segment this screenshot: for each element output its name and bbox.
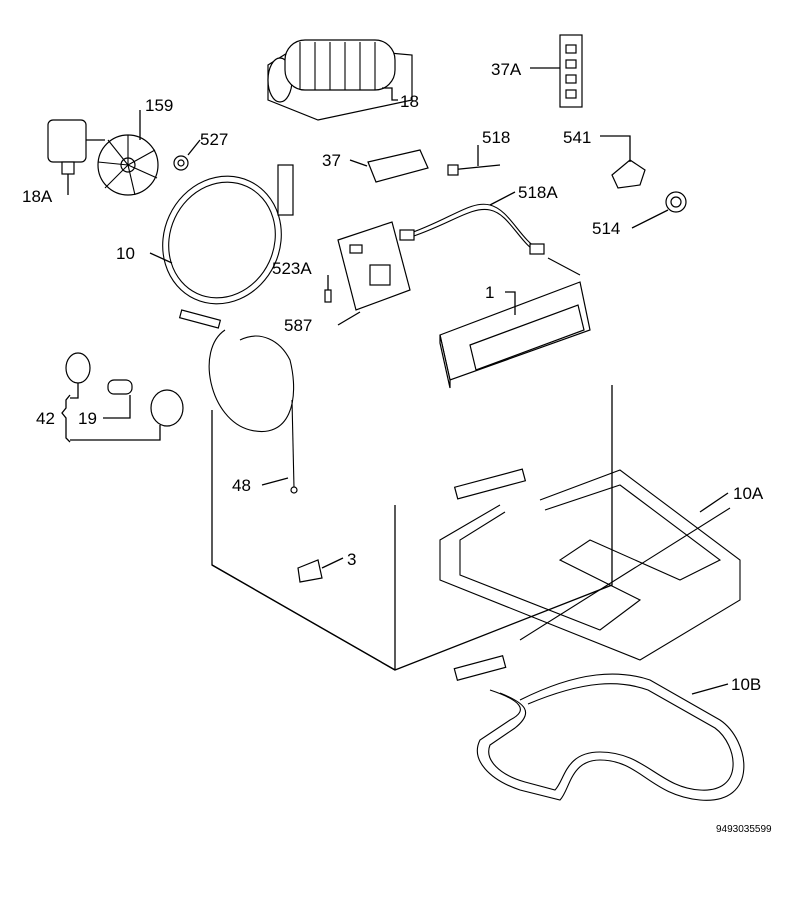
part-10-circular-element[interactable]	[142, 157, 302, 324]
label-3: 3	[347, 550, 356, 569]
part-37a-terminal-block[interactable]	[559, 34, 583, 108]
part-10a-grill-element[interactable]	[439, 468, 741, 661]
part-3-clip[interactable]	[297, 559, 323, 583]
part-10b-bottom-element[interactable]	[453, 654, 745, 801]
label-10b: 10B	[731, 675, 761, 694]
label-19: 19	[78, 409, 97, 428]
label-42: 42	[36, 409, 55, 428]
label-18: 18	[400, 92, 419, 111]
label-18a: 18A	[22, 187, 53, 206]
part-42-lamp-assembly[interactable]	[65, 352, 184, 427]
label-541: 541	[563, 128, 591, 147]
label-527: 527	[200, 130, 228, 149]
label-523a: 523A	[272, 259, 312, 278]
part-518-sensor[interactable]	[447, 164, 501, 176]
part-514-grommet[interactable]	[665, 191, 687, 213]
part-42-bracket	[61, 383, 161, 443]
part-18a-motor[interactable]	[47, 119, 105, 175]
label-37a: 37A	[491, 60, 522, 79]
part-48-thermostat-probe[interactable]	[178, 309, 298, 494]
label-10a: 10A	[733, 484, 764, 503]
label-37: 37	[322, 151, 341, 170]
drawing-code: 9493035599	[716, 824, 772, 835]
label-10: 10	[116, 244, 135, 263]
part-541-switch[interactable]	[611, 159, 646, 189]
part-18-fan-housing[interactable]	[267, 39, 413, 121]
part-1-control-panel[interactable]	[439, 257, 591, 389]
part-159-fan-blade[interactable]	[97, 134, 159, 196]
part-587-circuit-board[interactable]	[337, 221, 411, 311]
label-514: 514	[592, 219, 620, 238]
label-159: 159	[145, 96, 173, 115]
part-523a-fuse[interactable]	[324, 289, 332, 303]
oven-body-outline	[211, 385, 613, 671]
label-48: 48	[232, 476, 251, 495]
part-518a-wiring-harness[interactable]	[399, 203, 545, 255]
label-518a: 518A	[518, 183, 558, 202]
label-518: 518	[482, 128, 510, 147]
label-1: 1	[485, 283, 494, 302]
label-587: 587	[284, 316, 312, 335]
part-37-connector[interactable]	[367, 149, 429, 183]
part-527-nut[interactable]	[173, 155, 189, 171]
